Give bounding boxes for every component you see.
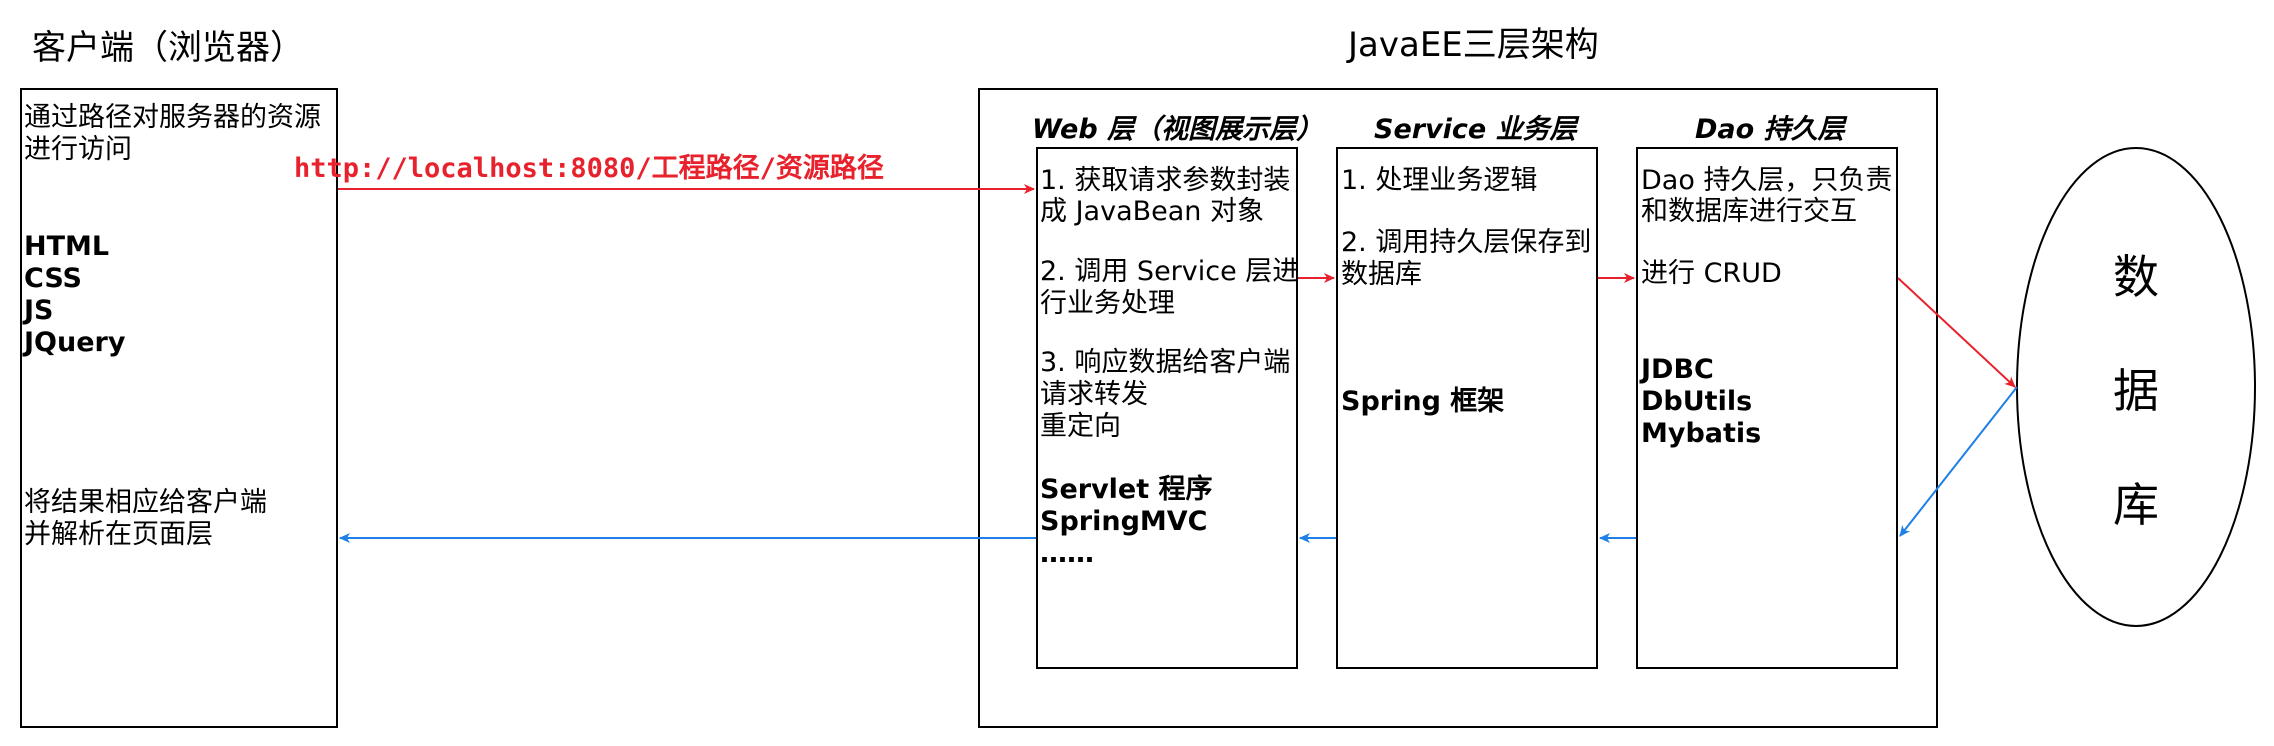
client-request-text-line-1: 通过路径对服务器的资源 (24, 102, 321, 133)
dao-layer-box (1636, 147, 1898, 669)
web-line-3: 2. 调用 Service 层进 (1040, 256, 1300, 287)
client-tech-css: CSS (24, 263, 82, 294)
database-label-char-3: 库 (2113, 478, 2159, 532)
dao-line-1: Dao 持久层，只负责 (1641, 165, 1893, 196)
client-response-text-line-1: 将结果相应给客户端 (24, 487, 267, 518)
service-layer-box (1336, 147, 1598, 669)
server-title: JavaEE三层架构 (1348, 25, 1599, 65)
service-line-2: 2. 调用持久层保存到 (1341, 227, 1592, 258)
database-label-char-2: 据 (2113, 364, 2159, 418)
dao-layer-header: Dao 持久层 (1695, 114, 1845, 145)
web-line-2: 成 JavaBean 对象 (1040, 196, 1264, 227)
dao-tech-dbutils: DbUtils (1641, 386, 1753, 417)
web-layer-header: Web 层（视图展示层） (1032, 114, 1324, 145)
web-layer-box (1036, 147, 1298, 669)
javaee-container (978, 88, 1938, 728)
dao-tech-jdbc: JDBC (1641, 354, 1714, 385)
client-request-text-line-2: 进行访问 (24, 134, 132, 165)
database-label-char-1: 数 (2113, 250, 2159, 304)
web-line-1: 1. 获取请求参数封装 (1040, 165, 1291, 196)
arrow-database-to-dao (1899, 386, 2018, 537)
service-layer-header: Service 业务层 (1374, 114, 1577, 145)
web-line-6: 请求转发 (1040, 379, 1148, 410)
web-line-5: 3. 响应数据给客户端 (1040, 347, 1291, 378)
client-response-text-line-2: 并解析在页面层 (24, 519, 213, 550)
service-line-1: 1. 处理业务逻辑 (1341, 165, 1538, 196)
request-url-label: http://localhost:8080/工程路径/资源路径 (294, 153, 884, 184)
web-tech-springmvc: SpringMVC (1040, 506, 1208, 537)
web-line-7: 重定向 (1040, 411, 1121, 442)
web-line-4: 行业务处理 (1040, 288, 1175, 319)
client-tech-jquery: JQuery (24, 327, 126, 358)
client-tech-js: JS (24, 295, 54, 326)
client-tech-html: HTML (24, 231, 110, 262)
dao-tech-mybatis: Mybatis (1641, 418, 1762, 449)
dao-line-3: 进行 CRUD (1641, 258, 1782, 289)
web-tech-more: …… (1040, 538, 1094, 569)
dao-line-2: 和数据库进行交互 (1641, 196, 1857, 227)
arrow-dao-to-database (1897, 277, 2016, 388)
web-tech-servlet: Servlet 程序 (1040, 474, 1213, 505)
service-tech-spring: Spring 框架 (1341, 386, 1505, 417)
service-line-3: 数据库 (1341, 259, 1422, 290)
client-box (20, 88, 338, 728)
client-title: 客户端（浏览器） (32, 28, 304, 68)
